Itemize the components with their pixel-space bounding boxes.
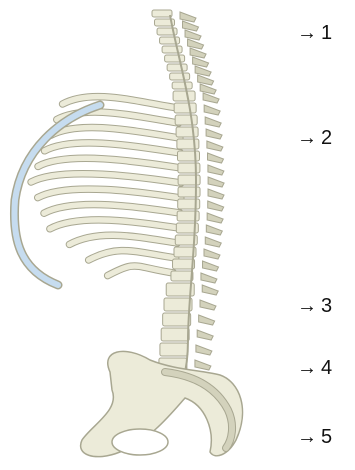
label-sacral-region: →4 [297,357,332,379]
rib-fill [89,251,176,260]
rib-fill [50,220,179,229]
vertebra [174,103,196,113]
label-number: 1 [321,22,332,44]
label-cervical-region: →1 [297,22,332,44]
spinous-process [203,93,219,103]
spinous-process [204,105,220,115]
spinous-process [205,117,221,127]
spinous-process [205,237,221,247]
arrow-icon: → [297,357,317,379]
obturator-foramen [112,429,168,455]
vertebra [162,46,182,53]
vertebra [160,343,188,356]
vertebra [176,127,198,137]
vertebra [173,91,195,101]
rib-fill [44,204,180,213]
spinous-process [208,201,224,211]
spinous-process [202,285,218,295]
vertebra [164,298,192,311]
label-lumbar-region: →3 [297,295,332,317]
label-coccyx-region: →5 [297,426,332,448]
rib-fill [63,97,178,108]
vertebra [172,82,192,89]
spinous-process [196,345,212,355]
spinous-process [208,165,224,175]
pelvis [81,351,243,456]
label-number: 3 [321,295,332,317]
spinous-process [200,300,216,310]
label-number: 5 [321,426,332,448]
spinous-process [206,225,222,235]
vertebra [165,55,185,62]
vertebra [152,10,172,17]
spinous-process [195,360,211,370]
spinous-process [207,153,223,163]
spinous-process [207,141,223,151]
arrow-icon: → [297,426,317,448]
vertebra [175,115,197,125]
spinous-process [204,249,220,259]
spinous-process [199,315,215,325]
spinous-process [201,273,217,283]
vertebra [170,73,190,80]
arrow-icon: → [297,127,317,149]
arrow-icon: → [297,295,317,317]
vertebra [163,313,191,326]
spinous-process [207,213,223,223]
rib-fill [38,189,181,198]
label-thoracic-region: →2 [297,127,332,149]
arrow-icon: → [297,22,317,44]
spinous-process [203,261,219,271]
label-number: 2 [321,127,332,149]
spinous-process [206,129,222,139]
vertebra [173,259,195,269]
rib-fill [69,235,177,244]
spinous-process [200,84,216,94]
vertebra [167,64,187,71]
vertebra [161,328,189,341]
spinous-process [208,177,224,187]
ribcage [14,97,181,285]
spinous-process [197,330,213,340]
label-number: 4 [321,357,332,379]
spinous-process [208,189,224,199]
vertebra [171,271,193,281]
